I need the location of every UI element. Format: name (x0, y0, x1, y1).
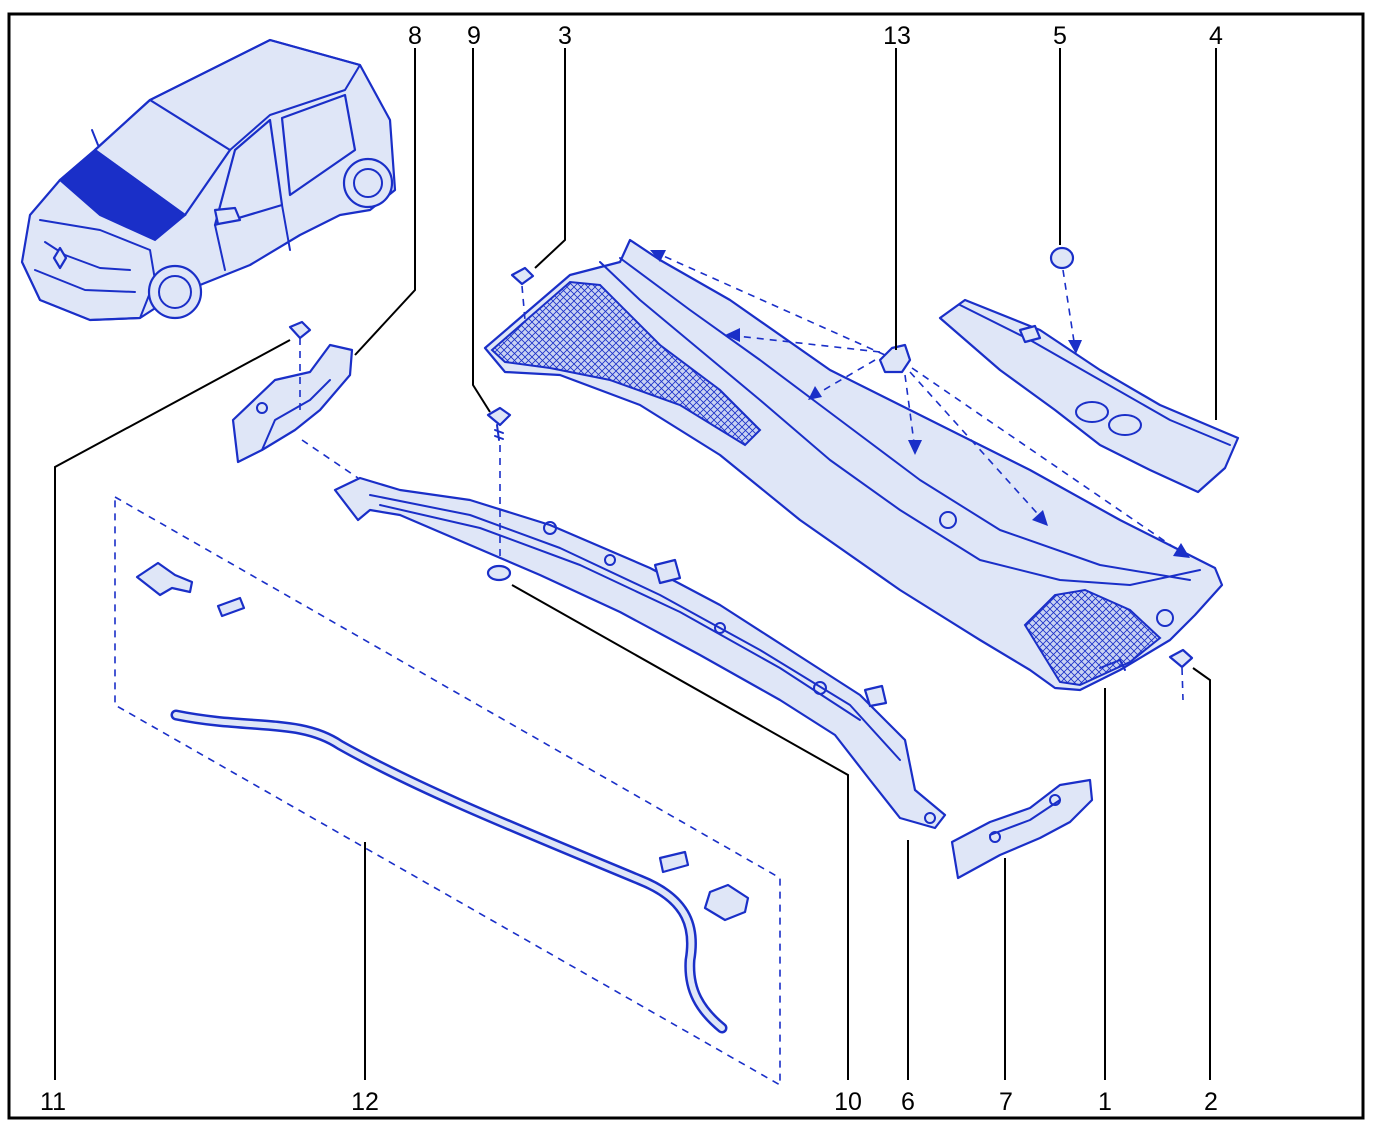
callout-6: 6 (901, 1088, 915, 1116)
clip-13 (878, 343, 912, 374)
fastener-11 (288, 320, 312, 340)
callout-12: 12 (351, 1088, 379, 1116)
seal-strip (170, 709, 728, 1034)
bracket-left (231, 343, 354, 464)
seal-clip-left (135, 561, 194, 597)
seal-block-right (658, 850, 690, 874)
cover-panel-4 (938, 298, 1240, 494)
cowl-mesh-left (490, 280, 762, 447)
seal-clip-right (703, 883, 750, 922)
frame-border (7, 12, 1365, 1120)
callout-5: 5 (1053, 22, 1067, 50)
cowl-crossmember (333, 476, 947, 830)
callout-7: 7 (999, 1088, 1013, 1116)
clip-arrows (649, 249, 1190, 558)
callout-11: 11 (40, 1088, 66, 1116)
callout-8: 8 (408, 22, 422, 50)
hood-highlight (58, 148, 187, 242)
callout-1: 1 (1098, 1088, 1112, 1116)
cowl-mesh-right (1023, 588, 1162, 687)
leader-lines (54, 48, 1217, 1080)
seal-block-left (216, 596, 246, 618)
seal-kit-outline (114, 495, 781, 1087)
fastener-2 (1168, 648, 1194, 669)
callout-10: 10 (834, 1088, 862, 1116)
callout-3: 3 (558, 22, 572, 50)
callout-13: 13 (883, 22, 911, 50)
nut-10 (486, 564, 512, 582)
fastener-3 (510, 266, 535, 286)
callout-4: 4 (1209, 22, 1223, 50)
car-illustration (20, 38, 397, 322)
callout-9: 9 (467, 22, 481, 50)
callout-2: 2 (1204, 1088, 1218, 1116)
nut-5 (1049, 246, 1075, 270)
screw-9 (486, 406, 512, 427)
bracket-right (950, 778, 1094, 880)
